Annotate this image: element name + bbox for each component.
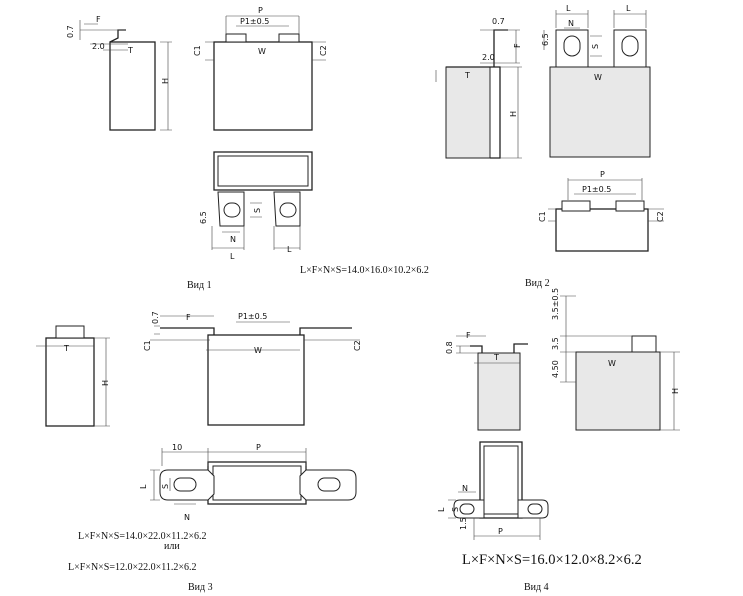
view1-W-label: W: [258, 47, 266, 56]
view1-F-label: F: [96, 15, 101, 24]
view1-65-label: 6.5: [199, 211, 208, 224]
view3-07-label: 0.7: [151, 311, 160, 324]
view4-08-label: 0.8: [445, 341, 454, 354]
view4-450-label: 4.50: [551, 360, 560, 378]
view1-07-label: 0.7: [66, 25, 75, 38]
view3-10-label: 10: [172, 443, 182, 452]
view1-front-body: [213, 41, 313, 131]
view1-P-label: P: [258, 6, 263, 15]
view2-P-label: P: [600, 170, 605, 179]
view4-35-label: 3.5: [551, 337, 560, 350]
view4-L-label: L: [437, 507, 446, 512]
view2-P1-label: P1±0.5: [582, 185, 611, 194]
view4-W-label: W: [608, 359, 616, 368]
view3-formula-or: или: [164, 541, 180, 552]
view1-formula: L×F×N×S=14.0×16.0×10.2×6.2: [300, 265, 429, 276]
view3-formula-b: L×F×N×S=12.0×22.0×11.2×6.2: [68, 562, 197, 573]
view4-H-label: H: [671, 388, 680, 394]
view2-S-label: S: [591, 44, 600, 49]
view3-C1-label: C1: [143, 340, 152, 351]
view1-caption: Вид 1: [187, 280, 212, 291]
view4-T-label: T: [493, 353, 499, 362]
view4-3505-label: 3.5±0.5: [551, 288, 560, 320]
view2-65-label: 6.5: [541, 33, 550, 46]
view4-formula: L×F×N×S=16.0×12.0×8.2×6.2: [462, 552, 642, 568]
view2-W-label: W: [594, 73, 602, 82]
view1-drawing: F 0.7 2.0 T H P P1±0.5 W C1 C2 6.5 N L L…: [66, 6, 328, 261]
view4-P-label: P: [498, 527, 503, 536]
view3-formula-a: L×F×N×S=14.0×22.0×11.2×6.2: [78, 531, 207, 542]
view3-P1-label: P1±0.5: [238, 312, 267, 321]
view2-caption: Вид 2: [525, 278, 550, 289]
view3-C2-label: C2: [353, 340, 362, 351]
view1-P1-label: P1±0.5: [240, 17, 269, 26]
view3-caption: Вид 3: [188, 582, 213, 593]
view2-C1-label: C1: [538, 211, 547, 222]
view1-S-label: S: [253, 208, 262, 213]
view2-L2-label: L: [626, 4, 631, 13]
view1-C2-label: C2: [319, 45, 328, 56]
view1-T-label: T: [127, 46, 133, 55]
view4-N-label: N: [462, 484, 468, 493]
view2-20-label: 2.0: [482, 53, 495, 62]
view1-L2-label: L: [287, 245, 292, 254]
view3-W-label: W: [254, 346, 262, 355]
view2-N-label: N: [568, 19, 574, 28]
view2-H-label: H: [509, 111, 518, 117]
view4-S-label: S: [451, 507, 460, 512]
view4-F-label: F: [466, 331, 471, 340]
view3-L-label: L: [139, 484, 148, 489]
view2-drawing: 0.7 2.0 F T H L L N S 6.5 W P P1±0.5 C1 …: [435, 4, 665, 252]
view4-caption: Вид 4: [524, 582, 549, 593]
view2-F-label: F: [513, 43, 522, 48]
view1-N-label: N: [230, 235, 236, 244]
view2-07-label: 0.7: [492, 17, 505, 26]
view1-side-body: [109, 41, 156, 131]
view4-15-label: 1.5: [459, 517, 468, 530]
view3-S-label: S: [161, 484, 170, 489]
view3-F-label: F: [186, 313, 191, 322]
view1-20-label: 2.0: [92, 42, 105, 51]
view2-L-label: L: [566, 4, 571, 13]
view1-C1-label: C1: [193, 45, 202, 56]
view3-P-label: P: [256, 443, 261, 452]
view1-H-label: H: [161, 78, 170, 84]
view1-L-label: L: [230, 252, 235, 261]
view4-drawing: 0.8 F T 3.5±0.5 3.5 4.50 W H N L S 1.5 P: [437, 288, 680, 540]
view2-C2-label: C2: [656, 211, 665, 222]
view3-H-label: H: [101, 380, 110, 386]
view2-T-label: T: [464, 71, 470, 80]
view3-drawing: T H 0.7 F P1±0.5 W C1 C2 10 P L S N: [36, 311, 362, 522]
view3-N-label: N: [184, 513, 190, 522]
view3-T-label: T: [63, 344, 69, 353]
